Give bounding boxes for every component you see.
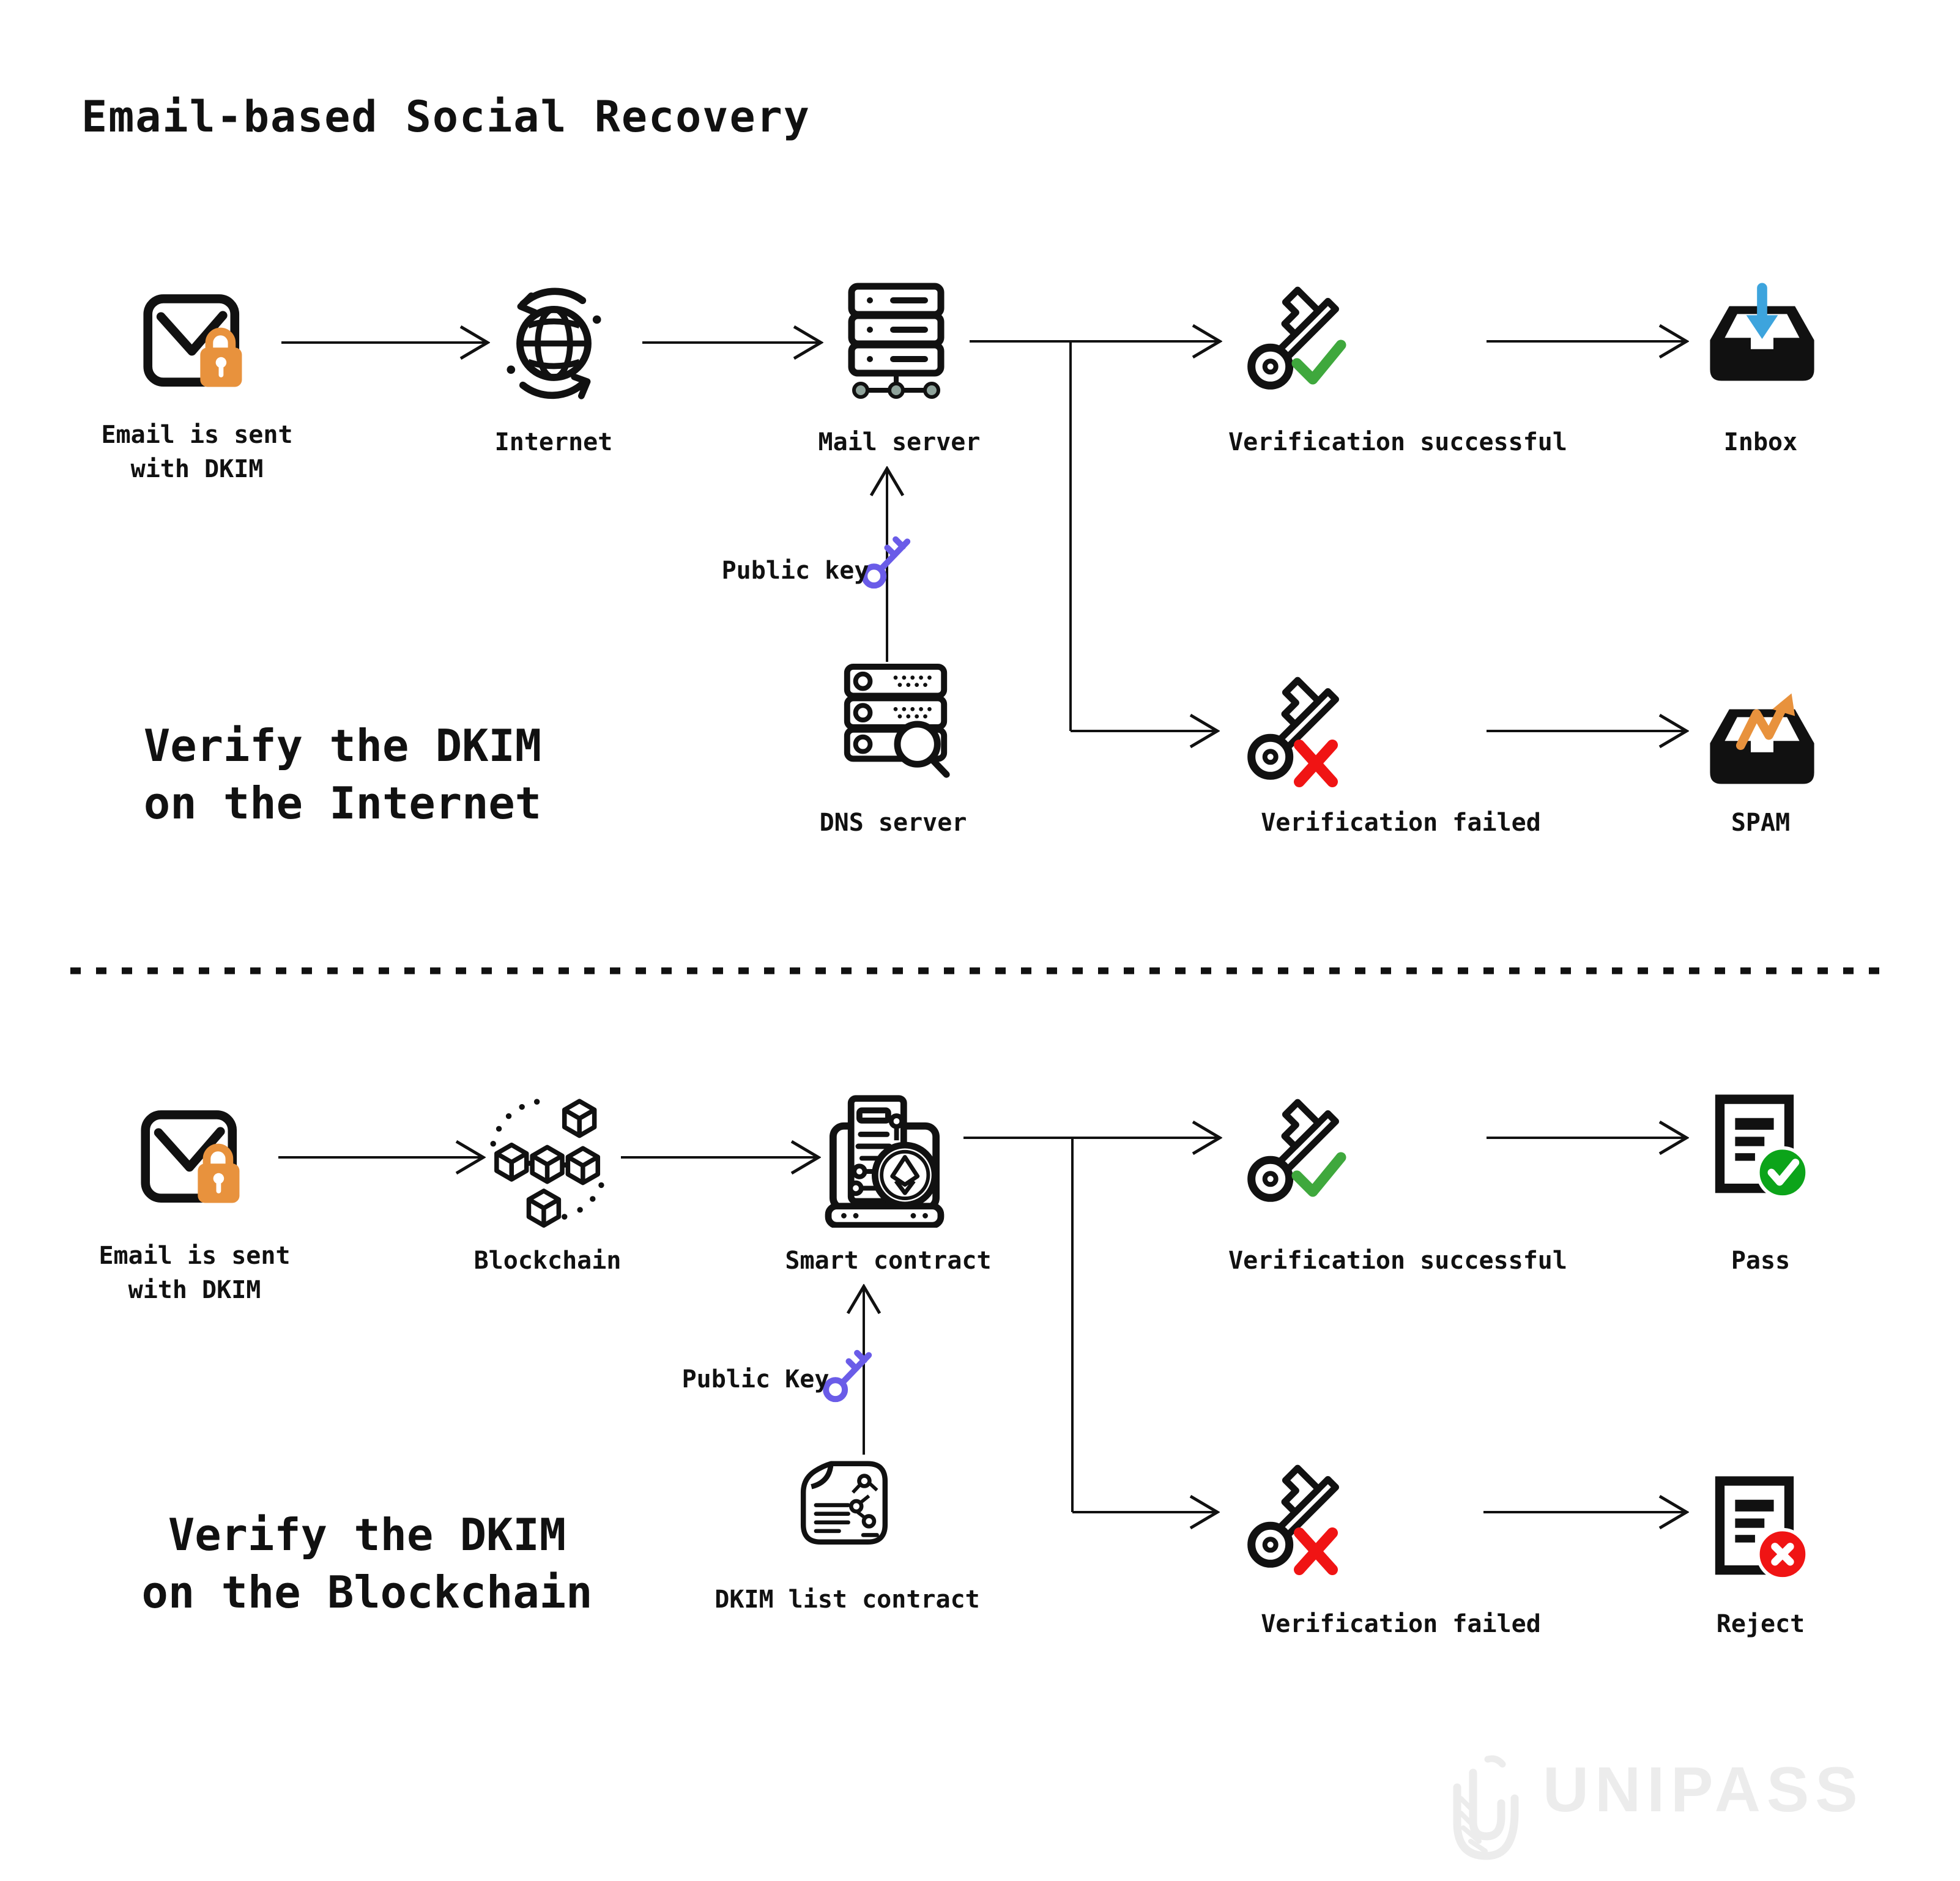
blockchain-label: Blockchain [473, 1247, 622, 1275]
key-failed-icon [1236, 1461, 1358, 1580]
verification-failed-label: Verification failed [1261, 809, 1541, 837]
blockchain-icon [476, 1088, 620, 1233]
page-title: Email-based Social Recovery [81, 92, 811, 142]
email-dkim-icon [139, 1108, 250, 1208]
verification-failed-label: Verification failed [1261, 1610, 1541, 1638]
spam-icon [1706, 684, 1819, 794]
mail-server-icon [844, 281, 948, 407]
section-internet-line1: Verify the DKIM [143, 720, 542, 771]
public-key-label: Public key [721, 557, 869, 585]
internet-label: Internet [494, 428, 613, 456]
unipass-watermark: UNIPASS [1449, 1751, 1864, 1873]
section-blockchain-line1: Verify the DKIM [168, 1509, 566, 1560]
public-key-icon [859, 526, 921, 592]
email-label-line1: Email is sent [98, 1242, 291, 1270]
dns-server-label: DNS server [819, 809, 967, 837]
key-failed-icon [1236, 673, 1358, 792]
section-blockchain-line2: on the Blockchain [141, 1567, 593, 1618]
dns-server-icon [839, 661, 952, 782]
smart-contract-label: Smart contract [785, 1247, 992, 1275]
dkim-list-contract-label: DKIM list contract [715, 1586, 980, 1614]
unipass-logo-icon [1449, 1751, 1522, 1873]
pass-label: Pass [1731, 1247, 1791, 1275]
email-dkim-icon [142, 292, 252, 391]
email-label-line2: with DKIM [130, 455, 264, 483]
verification-successful-label: Verification successful [1228, 428, 1567, 456]
reject-document-icon [1713, 1475, 1810, 1586]
spam-label: SPAM [1731, 809, 1791, 837]
inbox-icon [1706, 281, 1819, 390]
pass-document-icon [1713, 1094, 1810, 1204]
key-success-icon [1236, 283, 1358, 402]
smart-contract-icon [819, 1090, 950, 1228]
public-key-icon [821, 1340, 882, 1406]
mail-server-label: Mail server [818, 428, 981, 456]
key-success-icon [1236, 1095, 1358, 1214]
email-label-line2: with DKIM [128, 1276, 261, 1304]
email-label-line1: Email is sent [101, 421, 293, 449]
inbox-label: Inbox [1723, 428, 1798, 456]
section-title-blockchain: Verify the DKIM on the Blockchain [142, 1506, 593, 1621]
verification-successful-label: Verification successful [1228, 1247, 1567, 1275]
section-title-internet: Verify the DKIM on the Internet [144, 717, 541, 832]
dkim-list-contract-icon [795, 1457, 893, 1554]
section-internet-line2: on the Internet [143, 777, 542, 829]
internet-globe-icon [494, 283, 614, 402]
public-key-label: Public Key [681, 1365, 830, 1393]
reject-label: Reject [1716, 1610, 1805, 1638]
unipass-wordmark: UNIPASS [1543, 1754, 1864, 1825]
